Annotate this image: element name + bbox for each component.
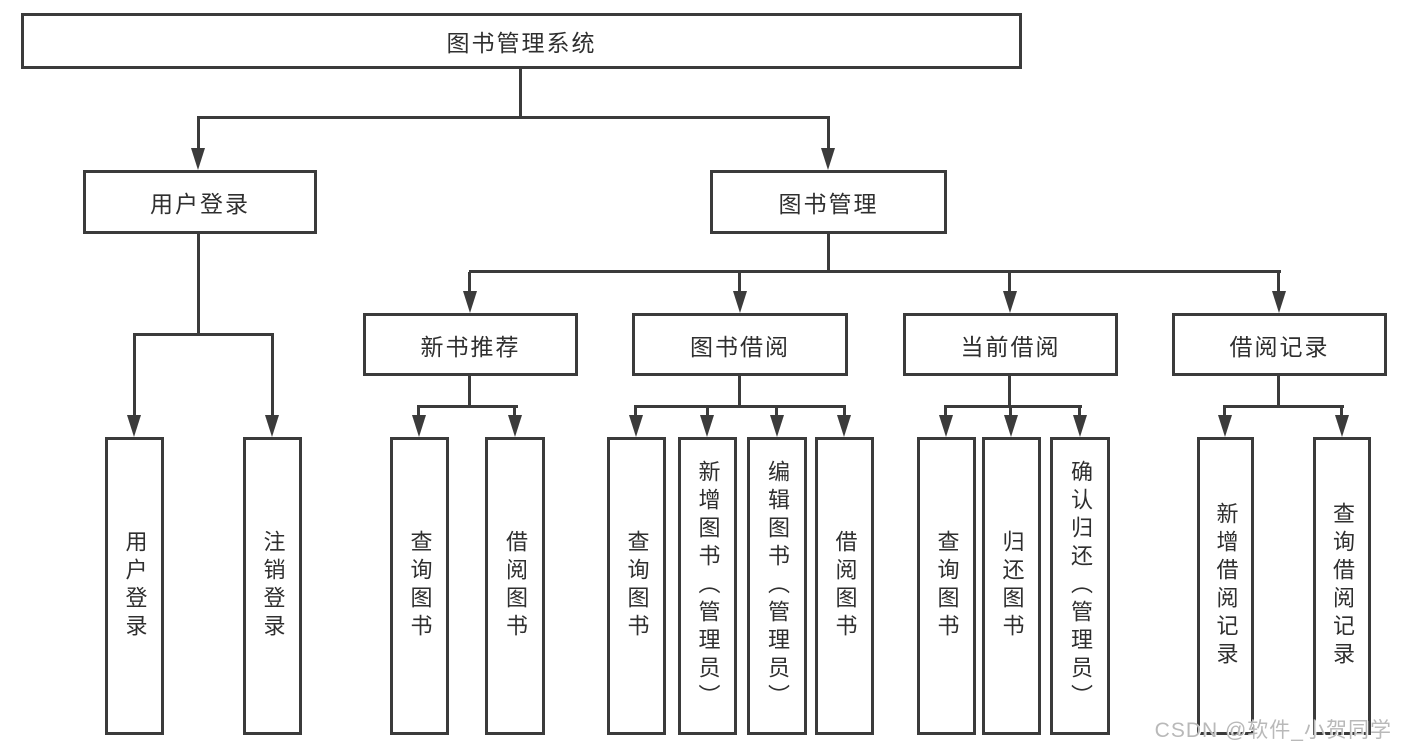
connector-current-borrowing-stem <box>1008 376 1011 407</box>
connector-drop <box>1078 407 1081 416</box>
arrowhead-icon <box>463 291 477 313</box>
connector-drop-book-borrowing <box>738 272 741 294</box>
node-library-management-system: 图书管理系统 <box>21 13 1022 69</box>
connector-drop <box>775 407 778 416</box>
node-current-borrowing: 当前借阅 <box>903 313 1118 376</box>
leaf-borrowing-borrow-books-label: 借阅图书 <box>832 530 858 642</box>
node-book-borrowing-label: 图书借阅 <box>690 333 790 360</box>
connector-drop <box>944 407 947 416</box>
leaf-current-return-books-label: 归还图书 <box>999 530 1025 642</box>
connector-root-stem <box>519 67 522 118</box>
connector-drop <box>1223 407 1226 416</box>
leaf-logout-label: 注销登录 <box>260 530 286 642</box>
leaf-records-add-record-label: 新增借阅记录 <box>1213 502 1239 670</box>
arrowhead-icon <box>127 415 141 437</box>
connector-book-borrowing-rail <box>634 405 846 408</box>
node-new-book-recommend: 新书推荐 <box>363 313 578 376</box>
arrowhead-icon <box>1003 291 1017 313</box>
leaf-user-login-label: 用户登录 <box>122 530 148 642</box>
leaf-borrowing-borrow-books: 借阅图书 <box>815 437 874 735</box>
arrowhead-icon <box>629 415 643 437</box>
arrowhead-icon <box>1218 415 1232 437</box>
leaf-borrowing-query-books-label: 查询图书 <box>624 530 650 642</box>
leaf-current-confirm-return-admin-label: 确认归还（管理员） <box>1068 460 1093 712</box>
connector-new-book-rail <box>417 405 518 408</box>
node-library-management-system-label: 图书管理系统 <box>446 30 597 56</box>
node-user-login-label: 用户登录 <box>150 191 250 217</box>
connector-book-borrowing-stem <box>738 376 741 407</box>
connector-book-management-rail <box>469 270 1281 273</box>
node-borrow-records-label: 借阅记录 <box>1229 333 1330 360</box>
connector-drop-leaf-user-login <box>133 335 136 416</box>
connector-user-login-rail <box>133 333 274 336</box>
arrowhead-icon <box>821 148 835 170</box>
node-book-borrowing: 图书借阅 <box>632 313 848 376</box>
connector-drop <box>634 407 637 416</box>
connector-drop <box>513 407 516 416</box>
leaf-borrowing-add-books-admin-label: 新增图书（管理员） <box>695 460 721 712</box>
connector-borrow-records-rail <box>1223 405 1344 408</box>
connector-drop <box>1340 407 1343 416</box>
arrowhead-icon <box>1004 415 1018 437</box>
node-new-book-recommend-label: 新书推荐 <box>420 333 521 360</box>
arrowhead-icon <box>837 415 851 437</box>
connector-drop <box>843 407 846 416</box>
node-current-borrowing-label: 当前借阅 <box>960 333 1061 360</box>
leaf-newbook-borrow-books: 借阅图书 <box>485 437 545 735</box>
connector-book-management-stem <box>827 234 830 272</box>
arrowhead-icon <box>191 148 205 170</box>
leaf-borrowing-edit-books-admin: 编辑图书（管理员） <box>747 437 807 735</box>
connector-drop-user-login <box>197 118 200 150</box>
leaf-borrowing-edit-books-admin-label: 编辑图书（管理员） <box>765 460 790 712</box>
leaf-user-login: 用户登录 <box>105 437 164 735</box>
leaf-logout: 注销登录 <box>243 437 302 735</box>
leaf-borrowing-query-books: 查询图书 <box>607 437 666 735</box>
leaf-borrowing-add-books-admin: 新增图书（管理员） <box>678 437 737 735</box>
leaf-current-return-books: 归还图书 <box>982 437 1041 735</box>
leaf-records-query-record: 查询借阅记录 <box>1313 437 1371 735</box>
arrowhead-icon <box>733 291 747 313</box>
node-book-management: 图书管理 <box>710 170 947 234</box>
connector-drop <box>706 407 709 416</box>
connector-drop-leaf-logout <box>271 335 274 416</box>
connector-borrow-records-stem <box>1277 376 1280 407</box>
leaf-newbook-query-books: 查询图书 <box>390 437 449 735</box>
connector-new-book-stem <box>468 376 471 407</box>
leaf-records-query-record-label: 查询借阅记录 <box>1330 502 1355 670</box>
arrowhead-icon <box>1272 291 1286 313</box>
node-user-login: 用户登录 <box>83 170 317 234</box>
arrowhead-icon <box>265 415 279 437</box>
arrowhead-icon <box>1335 415 1349 437</box>
watermark: CSDN @软件_小贺同学 <box>1154 719 1392 742</box>
arrowhead-icon <box>508 415 522 437</box>
leaf-current-query-books: 查询图书 <box>917 437 976 735</box>
arrowhead-icon <box>700 415 714 437</box>
leaf-records-add-record: 新增借阅记录 <box>1197 437 1254 735</box>
arrowhead-icon <box>1073 415 1087 437</box>
connector-drop <box>417 407 420 416</box>
leaf-newbook-query-books-label: 查询图书 <box>407 530 433 642</box>
leaf-newbook-borrow-books-label: 借阅图书 <box>503 530 528 642</box>
node-borrow-records: 借阅记录 <box>1172 313 1387 376</box>
node-book-management-label: 图书管理 <box>778 191 879 217</box>
connector-drop-new-book <box>468 272 471 294</box>
leaf-current-confirm-return-admin: 确认归还（管理员） <box>1050 437 1110 735</box>
leaf-current-query-books-label: 查询图书 <box>934 530 960 642</box>
arrowhead-icon <box>412 415 426 437</box>
connector-drop-borrow-records <box>1277 272 1280 294</box>
connector-root-rail <box>197 116 830 119</box>
arrowhead-icon <box>770 415 784 437</box>
connector-drop-book-management <box>827 118 830 150</box>
connector-current-borrowing-rail <box>944 405 1082 408</box>
arrowhead-icon <box>939 415 953 437</box>
connector-drop-current-borrowing <box>1008 272 1011 294</box>
connector-user-login-stem <box>197 234 200 335</box>
connector-drop <box>1009 407 1012 416</box>
